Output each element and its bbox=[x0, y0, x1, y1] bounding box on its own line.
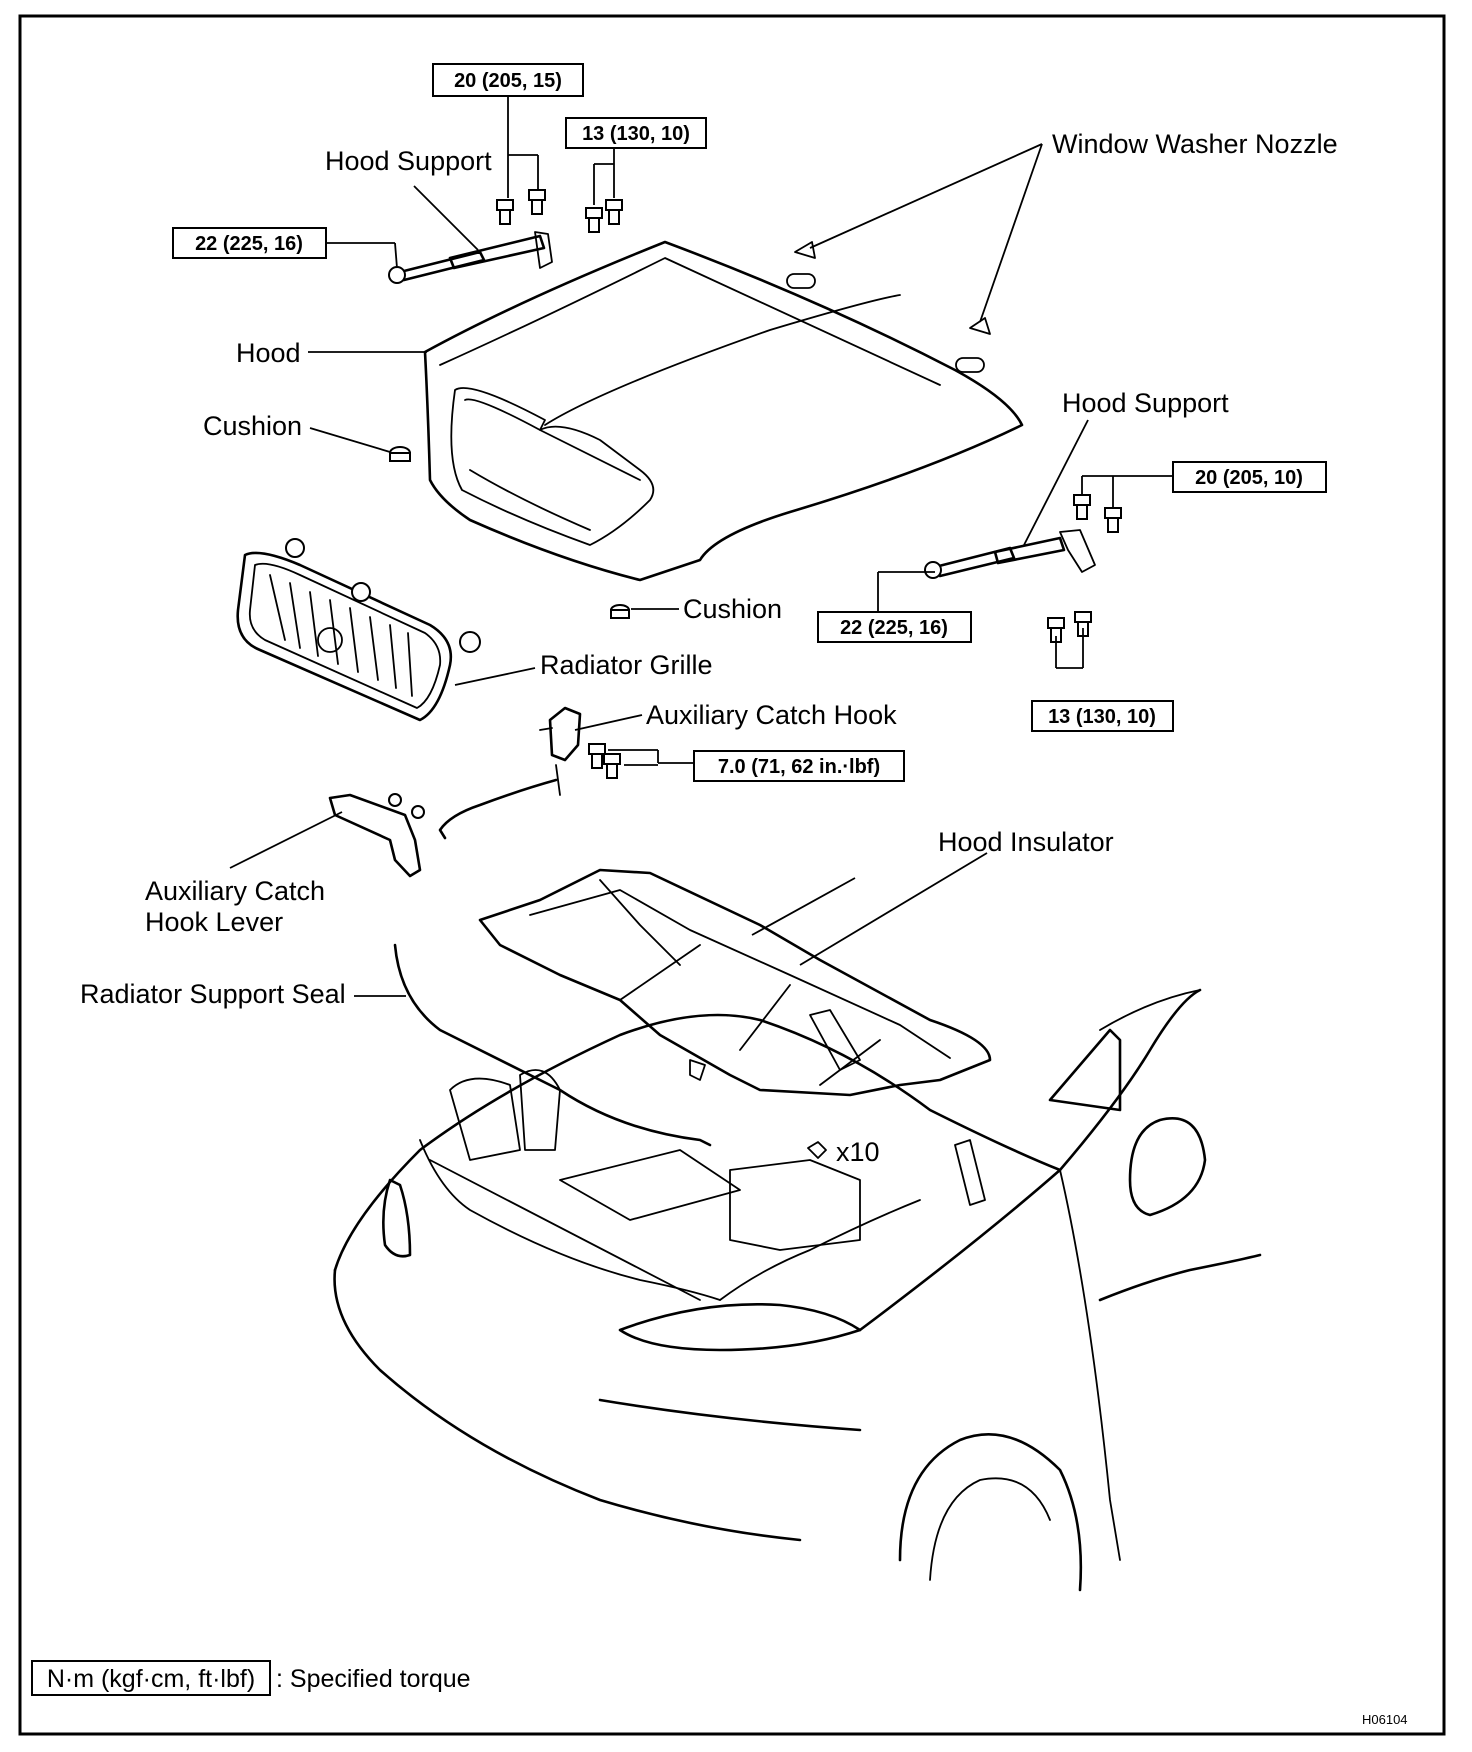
label-cushion-left: Cushion bbox=[203, 411, 302, 441]
label-hood-support-right: Hood Support bbox=[1062, 388, 1229, 418]
bolts bbox=[496, 189, 1122, 779]
torque-t6: 13 (130, 10) bbox=[1048, 706, 1156, 728]
label-hood-support-left: Hood Support bbox=[325, 146, 492, 176]
torque-t5: 22 (225, 16) bbox=[840, 617, 948, 639]
label-aux-catch-hook-lever-1: Auxiliary Catch bbox=[145, 876, 325, 906]
vehicle-body-drawing bbox=[333, 988, 1262, 1592]
radiator-grille-drawing bbox=[236, 538, 481, 722]
labels: Hood Support Window Washer Nozzle Hood C… bbox=[80, 129, 1338, 1167]
label-hood: Hood bbox=[236, 338, 301, 368]
leader-lines bbox=[229, 87, 1177, 997]
hood-drawing bbox=[423, 240, 1024, 582]
label-aux-catch-hook: Auxiliary Catch Hook bbox=[646, 700, 897, 730]
aux-catch-hook-lever-drawing bbox=[328, 793, 425, 878]
hood-support-left bbox=[388, 231, 553, 284]
label-cushion-center: Cushion bbox=[683, 594, 782, 624]
label-hood-insulator: Hood Insulator bbox=[938, 827, 1114, 857]
torque-t1: 20 (205, 15) bbox=[454, 70, 562, 92]
label-aux-catch-hook-lever-2: Hook Lever bbox=[145, 907, 283, 937]
torque-t7: 7.0 (71, 62 in.·lbf) bbox=[718, 756, 880, 778]
torque-boxes: 20 (205, 15) 13 (130, 10) 22 (225, 16) 2… bbox=[172, 63, 1327, 782]
legend: N·m (kgf·cm, ft·lbf) : Specified torque bbox=[31, 1660, 471, 1696]
torque-t3: 22 (225, 16) bbox=[195, 233, 303, 255]
radiator-support-seal-drawing bbox=[393, 943, 712, 1147]
hood-support-right bbox=[924, 529, 1096, 579]
torque-t4: 20 (205, 10) bbox=[1195, 467, 1303, 489]
clip-icon bbox=[807, 1141, 827, 1159]
torque-t2: 13 (130, 10) bbox=[582, 123, 690, 145]
label-radiator-support-seal: Radiator Support Seal bbox=[80, 979, 346, 1009]
label-radiator-grille: Radiator Grille bbox=[540, 650, 713, 680]
frame bbox=[18, 14, 1446, 1736]
figure-code: H06104 bbox=[1362, 1712, 1408, 1727]
aux-catch-hook-drawing bbox=[438, 706, 582, 840]
label-window-washer-nozzle: Window Washer Nozzle bbox=[1052, 129, 1338, 159]
label-clip-count: x10 bbox=[836, 1137, 880, 1167]
washer-nozzles bbox=[786, 241, 991, 373]
legend-unit: N·m (kgf·cm, ft·lbf) bbox=[47, 1665, 255, 1693]
hood-insulator-drawing bbox=[478, 868, 992, 1097]
cushions bbox=[389, 446, 630, 619]
legend-description: : Specified torque bbox=[276, 1665, 471, 1693]
